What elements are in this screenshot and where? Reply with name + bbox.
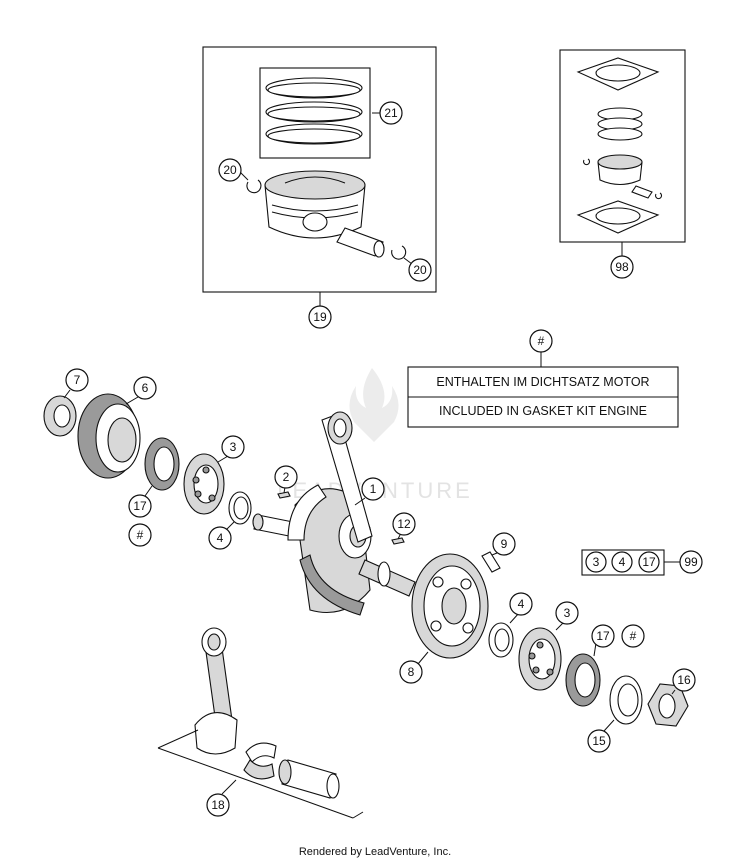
callout-18[interactable]: 18: [206, 779, 237, 817]
callout-1[interactable]: 1: [354, 477, 385, 506]
kit-rings-part[interactable]: [597, 107, 643, 141]
callout-4-right[interactable]: 4: [509, 592, 533, 624]
callout-7[interactable]: 7: [63, 368, 89, 399]
note-line-german: ENTHALTEN IM DICHTSATZ MOTOR: [436, 375, 649, 389]
callout-12[interactable]: 12: [392, 512, 416, 540]
shim-right-part[interactable]: [488, 622, 514, 658]
callout-8-label: 8: [408, 665, 415, 679]
note-line-english: INCLUDED IN GASKET KIT ENGINE: [439, 404, 647, 418]
callout-19-label: 19: [313, 310, 327, 324]
gasket-kit-note: ENTHALTEN IM DICHTSATZ MOTOR INCLUDED IN…: [407, 366, 679, 428]
callout-2[interactable]: 2: [274, 465, 298, 494]
kit-group-3: 3: [593, 555, 600, 569]
callout-16-label: 16: [677, 673, 691, 687]
piston-part[interactable]: [264, 170, 366, 239]
flame-logo-icon: [349, 368, 399, 442]
callout-4-right-label: 4: [518, 597, 525, 611]
dowel-part-9[interactable]: [481, 551, 501, 573]
callout-3-left[interactable]: 3: [217, 435, 245, 463]
woodruff-key-part-2[interactable]: [277, 491, 291, 499]
callout-hash-left-label: #: [137, 528, 144, 542]
callout-12-label: 12: [397, 517, 411, 531]
circlip-left-part[interactable]: [246, 179, 262, 194]
timing-gear-part-8[interactable]: [411, 553, 489, 659]
callout-9-label: 9: [501, 537, 508, 551]
callout-6[interactable]: 6: [125, 376, 157, 405]
hex-nut-part-16[interactable]: [647, 683, 689, 727]
callout-18-label: 18: [211, 798, 225, 812]
callout-3-left-label: 3: [230, 440, 237, 454]
callout-4-left-label: 4: [217, 531, 224, 545]
kit-piston-part[interactable]: [582, 154, 663, 200]
con-rod-kit-bracket: [157, 729, 364, 819]
spacer-nut-part-7[interactable]: [43, 395, 77, 437]
callout-hash-right-label: #: [630, 629, 637, 643]
callout-9[interactable]: 9: [491, 532, 516, 556]
callout-16[interactable]: 16: [671, 668, 696, 695]
shaft-seal-right-part[interactable]: [565, 653, 601, 707]
cylinder-head-gasket-part[interactable]: [576, 57, 660, 91]
callout-98-label: 98: [615, 260, 629, 274]
callout-21[interactable]: 21: [372, 101, 403, 125]
callout-21-label: 21: [384, 106, 398, 120]
crankshaft-part-1[interactable]: [252, 411, 416, 616]
callout-3-right-label: 3: [564, 606, 571, 620]
washer-part-15[interactable]: [609, 675, 643, 725]
primary-gear-part-6[interactable]: [77, 393, 141, 479]
shim-left-part[interactable]: [228, 491, 252, 525]
bearing-shells-part[interactable]: [243, 742, 277, 780]
callout-4-left[interactable]: 4: [208, 521, 235, 550]
callout-3-right[interactable]: 3: [555, 601, 579, 631]
piston-rings-part[interactable]: [265, 77, 363, 145]
cylinder-base-gasket-part[interactable]: [576, 200, 660, 234]
callout-6-label: 6: [142, 381, 149, 395]
callout-1-label: 1: [370, 482, 377, 496]
piston-pin-part[interactable]: [336, 227, 385, 258]
piston-rings-box: [259, 67, 371, 159]
callout-19[interactable]: 19: [308, 292, 332, 329]
callout-17-right[interactable]: 17: [591, 624, 615, 657]
bearing-right-part[interactable]: [518, 627, 562, 691]
crank-pin-part[interactable]: [278, 759, 340, 799]
bearing-left-part[interactable]: [183, 453, 225, 515]
callout-20-left-label: 20: [223, 163, 237, 177]
callout-20-left[interactable]: 20: [218, 158, 249, 182]
callout-hash-right[interactable]: #: [621, 624, 645, 648]
kit-group-17: 17: [642, 555, 656, 569]
shaft-seal-left-part[interactable]: [144, 437, 180, 491]
kit-group-4: 4: [619, 555, 626, 569]
callout-15[interactable]: 15: [587, 719, 615, 753]
callout-98[interactable]: 98: [610, 242, 634, 279]
callout-20-right[interactable]: 20: [403, 257, 432, 282]
callout-2-label: 2: [283, 470, 290, 484]
callout-hash-note[interactable]: #: [529, 329, 553, 367]
kit-group-99-label: 99: [684, 555, 698, 569]
callout-hash-left[interactable]: #: [128, 523, 152, 547]
callout-7-label: 7: [74, 373, 81, 387]
callout-15-label: 15: [592, 734, 606, 748]
callout-hash-note-label: #: [538, 334, 545, 348]
connecting-rod-part[interactable]: [194, 627, 238, 755]
callout-20-right-label: 20: [413, 263, 427, 277]
footer-credit: Rendered by LeadVenture, Inc.: [298, 846, 452, 858]
callout-17-left[interactable]: 17: [128, 485, 153, 518]
callout-8[interactable]: 8: [399, 651, 429, 684]
kit-group-99[interactable]: 3 4 17 99: [581, 549, 703, 576]
callout-17-left-label: 17: [133, 499, 147, 513]
callout-17-right-label: 17: [596, 629, 610, 643]
circlip-right-part[interactable]: [391, 245, 407, 260]
